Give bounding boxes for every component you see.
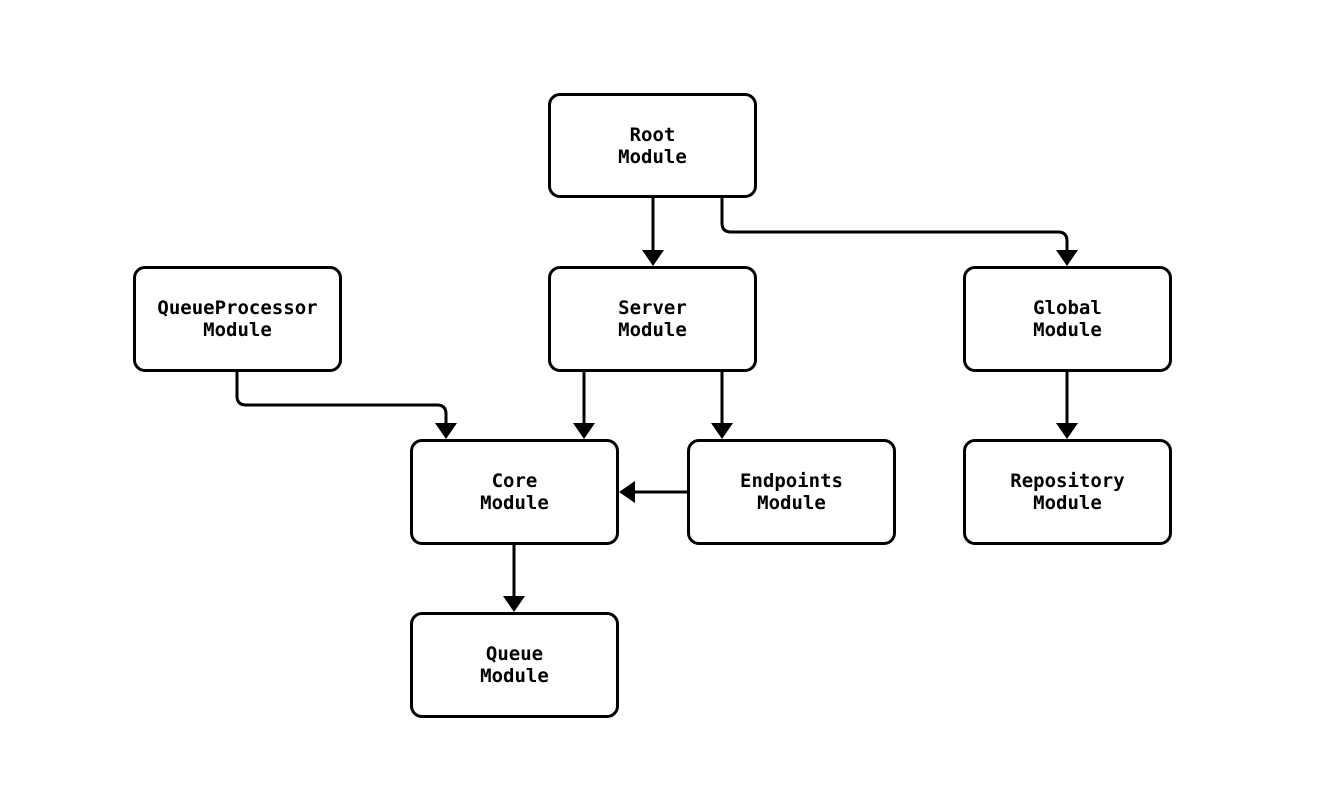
arrowhead-icon: [435, 423, 457, 439]
arrowhead-icon: [711, 423, 733, 439]
node-label: Module: [480, 665, 549, 687]
arrowhead-icon: [642, 250, 664, 266]
edge-endpoints-to-core: [619, 481, 687, 503]
edge-root-to-global: [720, 198, 1078, 266]
edge-server-to-core: [573, 372, 595, 439]
node-label: Root: [629, 123, 676, 146]
node-label: Global: [1033, 297, 1102, 319]
node-label: Endpoints: [740, 470, 843, 492]
node-label: Core: [491, 470, 538, 492]
node-label: Module: [480, 492, 549, 514]
node-label: Server: [618, 297, 687, 319]
edge-line: [235, 372, 448, 423]
edge-core-to-queue: [503, 545, 525, 612]
node-label: Module: [618, 319, 687, 341]
node-label: Queue: [485, 643, 544, 665]
node-label: Module: [1033, 492, 1102, 514]
node-label: Repository: [1010, 470, 1125, 492]
node-label: Module: [757, 492, 826, 514]
arrowhead-icon: [573, 423, 595, 439]
arrowhead-icon: [1056, 250, 1078, 266]
edge-root-to-server: [642, 198, 664, 266]
edge-queueprocessor-to-core: [235, 372, 457, 439]
node-label: QueueProcessor: [157, 297, 318, 319]
edge-global-to-repository: [1056, 372, 1078, 439]
arrowhead-icon: [503, 596, 525, 612]
edge-server-to-endpoints: [711, 372, 733, 439]
node-label: Module: [618, 145, 687, 168]
arrowhead-icon: [1056, 423, 1078, 439]
node-label: Module: [1033, 319, 1102, 341]
arrowhead-icon: [619, 481, 635, 503]
edge-line: [720, 198, 1069, 250]
node-label: Module: [203, 319, 272, 341]
